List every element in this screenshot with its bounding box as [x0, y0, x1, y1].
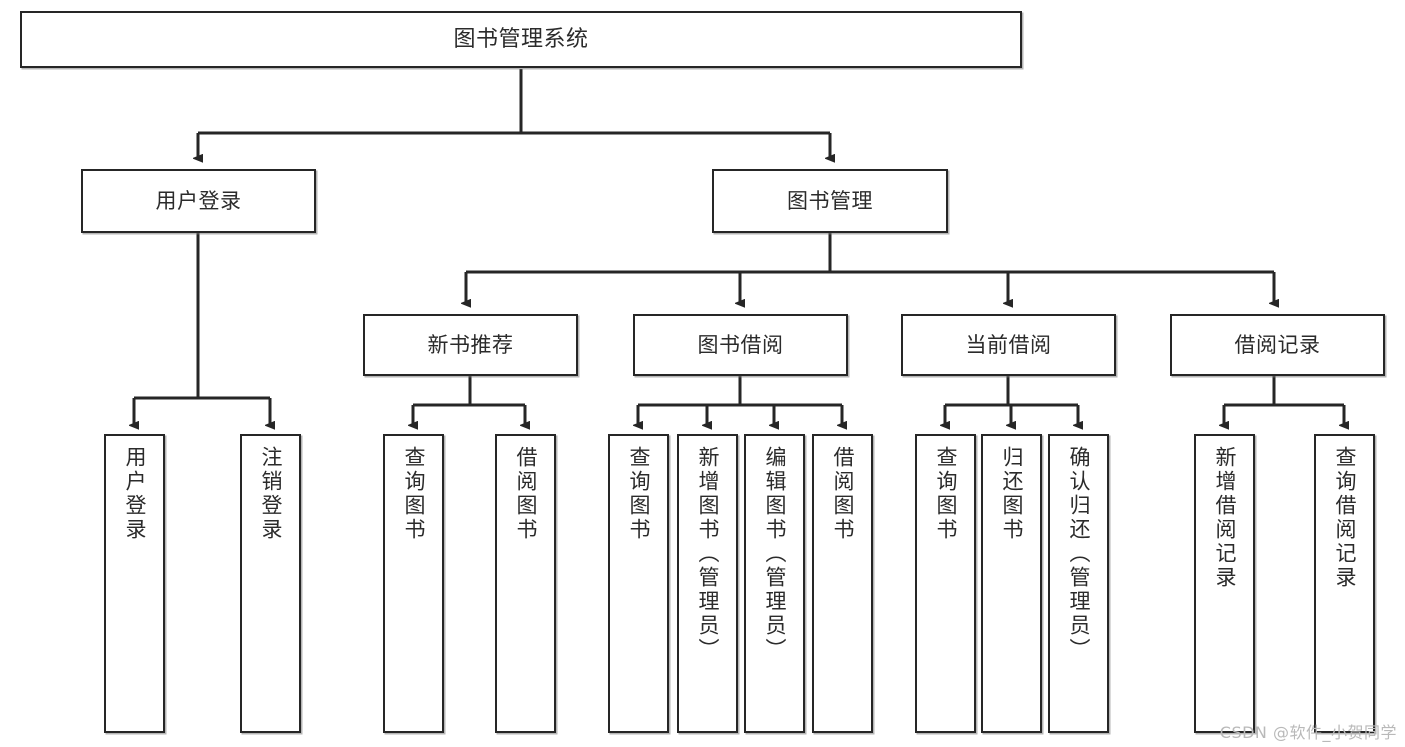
node-root-system[interactable]: 图书管理系统 [20, 11, 1022, 68]
leaf-borrow-add-book-admin[interactable]: 新增图书（管理员） [677, 434, 738, 733]
node-label: 注销登录 [259, 446, 283, 542]
node-label: 归还图书 [1000, 446, 1024, 542]
node-label: 新书推荐 [427, 332, 514, 357]
leaf-current-return-book[interactable]: 归还图书 [981, 434, 1042, 733]
leaf-borrow-edit-book-admin[interactable]: 编辑图书（管理员） [744, 434, 805, 733]
node-label: 查询图书 [402, 446, 426, 542]
node-user-login[interactable]: 用户登录 [81, 169, 316, 233]
node-label: 当前借阅 [965, 332, 1052, 357]
leaf-new-book-query[interactable]: 查询图书 [383, 434, 444, 733]
node-label: 确认归还（管理员） [1067, 446, 1091, 662]
node-label: 借阅图书 [831, 446, 855, 542]
node-label: 用户登录 [155, 188, 242, 213]
node-book-borrow[interactable]: 图书借阅 [633, 314, 848, 376]
node-label: 查询借阅记录 [1333, 446, 1357, 590]
node-current-borrow[interactable]: 当前借阅 [901, 314, 1116, 376]
node-label: 图书管理系统 [453, 26, 589, 52]
leaf-record-query-record[interactable]: 查询借阅记录 [1314, 434, 1375, 733]
leaf-borrow-query-book[interactable]: 查询图书 [608, 434, 669, 733]
node-label: 图书管理 [787, 188, 873, 213]
node-label: 查询图书 [627, 446, 651, 542]
node-book-management[interactable]: 图书管理 [712, 169, 948, 233]
leaf-record-add-record[interactable]: 新增借阅记录 [1194, 434, 1255, 733]
leaf-new-book-borrow[interactable]: 借阅图书 [495, 434, 556, 733]
node-label: 借阅图书 [514, 446, 538, 542]
leaf-user-login-signin[interactable]: 用户登录 [104, 434, 165, 733]
node-label: 借阅记录 [1234, 332, 1321, 357]
leaf-current-confirm-return-admin[interactable]: 确认归还（管理员） [1048, 434, 1109, 733]
node-label: 用户登录 [123, 446, 147, 542]
node-label: 图书借阅 [697, 332, 784, 357]
leaf-current-query-book[interactable]: 查询图书 [915, 434, 976, 733]
node-label: 新增图书（管理员） [696, 446, 720, 662]
node-label: 编辑图书（管理员） [763, 446, 787, 662]
node-label: 查询图书 [934, 446, 958, 542]
csdn-watermark: CSDN @软件_小贺同学 [1219, 723, 1397, 742]
leaf-user-login-signout[interactable]: 注销登录 [240, 434, 301, 733]
node-new-book-recommend[interactable]: 新书推荐 [363, 314, 578, 376]
node-label: 新增借阅记录 [1213, 446, 1237, 590]
node-borrow-record[interactable]: 借阅记录 [1170, 314, 1385, 376]
leaf-borrow-borrow-book[interactable]: 借阅图书 [812, 434, 873, 733]
